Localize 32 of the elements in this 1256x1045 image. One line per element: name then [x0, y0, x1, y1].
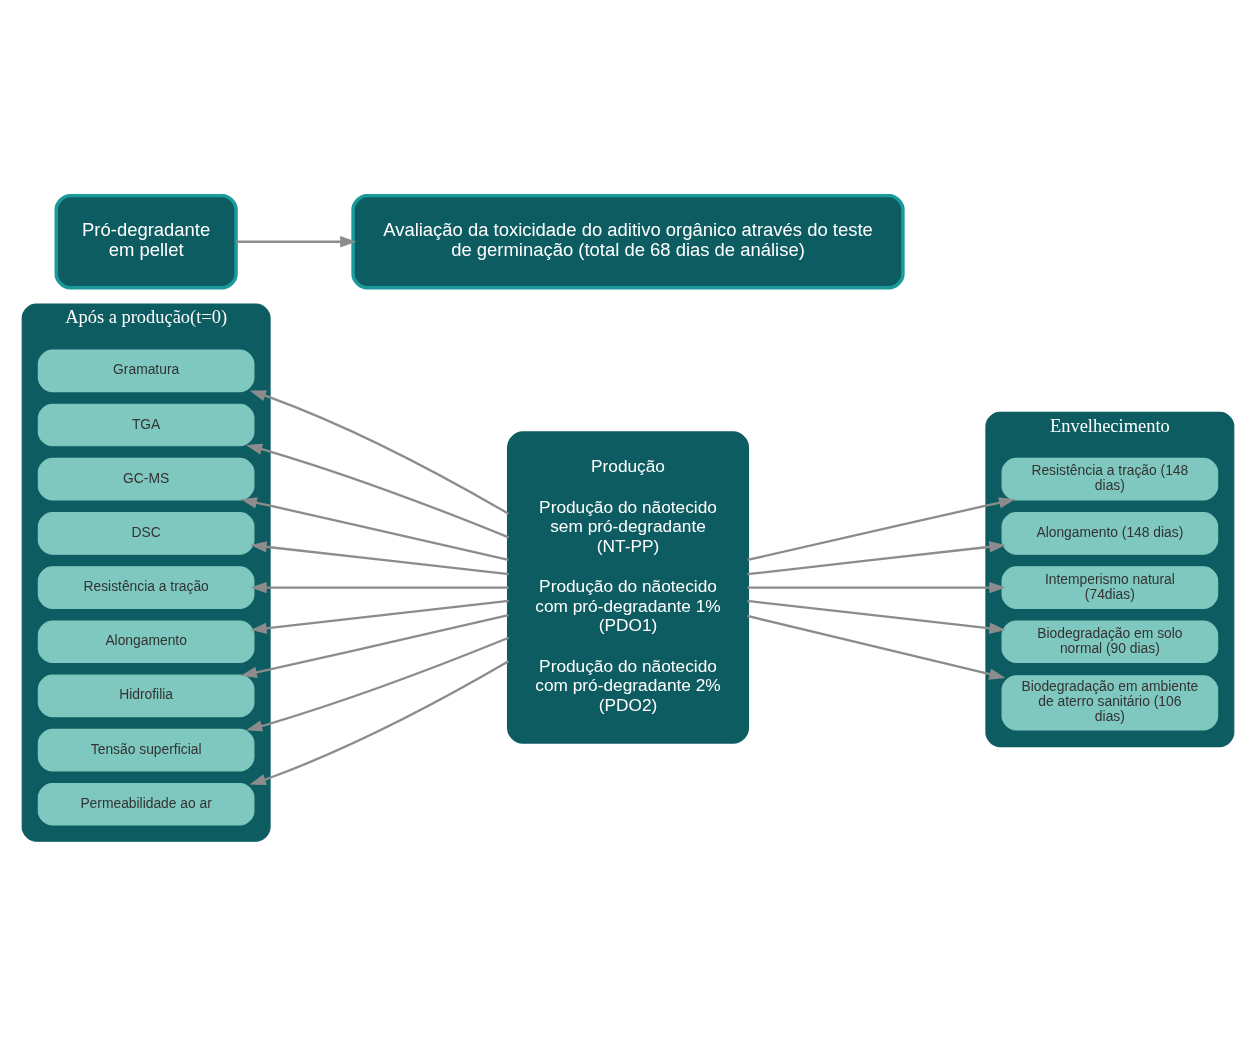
arrow [236, 235, 357, 247]
node-box: Alongamento (148 dias) [1001, 511, 1219, 555]
node-box: DSC [37, 511, 255, 555]
node-box: GC-MS [37, 457, 255, 500]
arrow [246, 443, 510, 538]
node-box: Resistência a tração [37, 565, 255, 609]
node-box: Produção Produção do nãotecido sem pró-degradante (NT-PP) Produção do nãotecido com pró-degradante 1% (PDO1) Produção do nãotecido com pró-degradante 2% (PDO2) [506, 430, 750, 744]
arrow [747, 614, 1006, 680]
node-box: Biodegradação em ambiente de aterro sanitário (106 dias) [1001, 674, 1219, 730]
node-box: Tensão superficial [37, 728, 255, 771]
node-box: Permeabilidade ao ar [37, 782, 255, 826]
arrow [250, 581, 509, 593]
arrow [747, 581, 1006, 593]
node-box: Resistência a tração (148 dias) [1001, 457, 1219, 500]
arrow [240, 613, 509, 678]
node-box: Avaliação da toxicidade do aditivo orgânico através do teste de germinação (total de 68 dias de análise) [351, 193, 905, 290]
node-box: Alongamento [37, 619, 255, 663]
arrow [249, 389, 510, 515]
arrow [249, 659, 510, 785]
arrow [747, 599, 1006, 634]
node-box: Intemperismo natural (74dias) [1001, 565, 1219, 609]
arrow [240, 496, 509, 561]
node-box: TGA [37, 403, 255, 446]
arrow [250, 599, 509, 634]
node-box: Pró-degradante em pellet [54, 193, 238, 290]
arrow [250, 540, 509, 575]
arrow [747, 540, 1006, 575]
node-box: Gramatura [37, 349, 255, 392]
arrow [747, 496, 1016, 561]
node-box: Biodegradação em solo normal (90 dias) [1001, 619, 1219, 663]
arrow [246, 636, 510, 731]
node-box: Hidrofilia [37, 674, 255, 717]
